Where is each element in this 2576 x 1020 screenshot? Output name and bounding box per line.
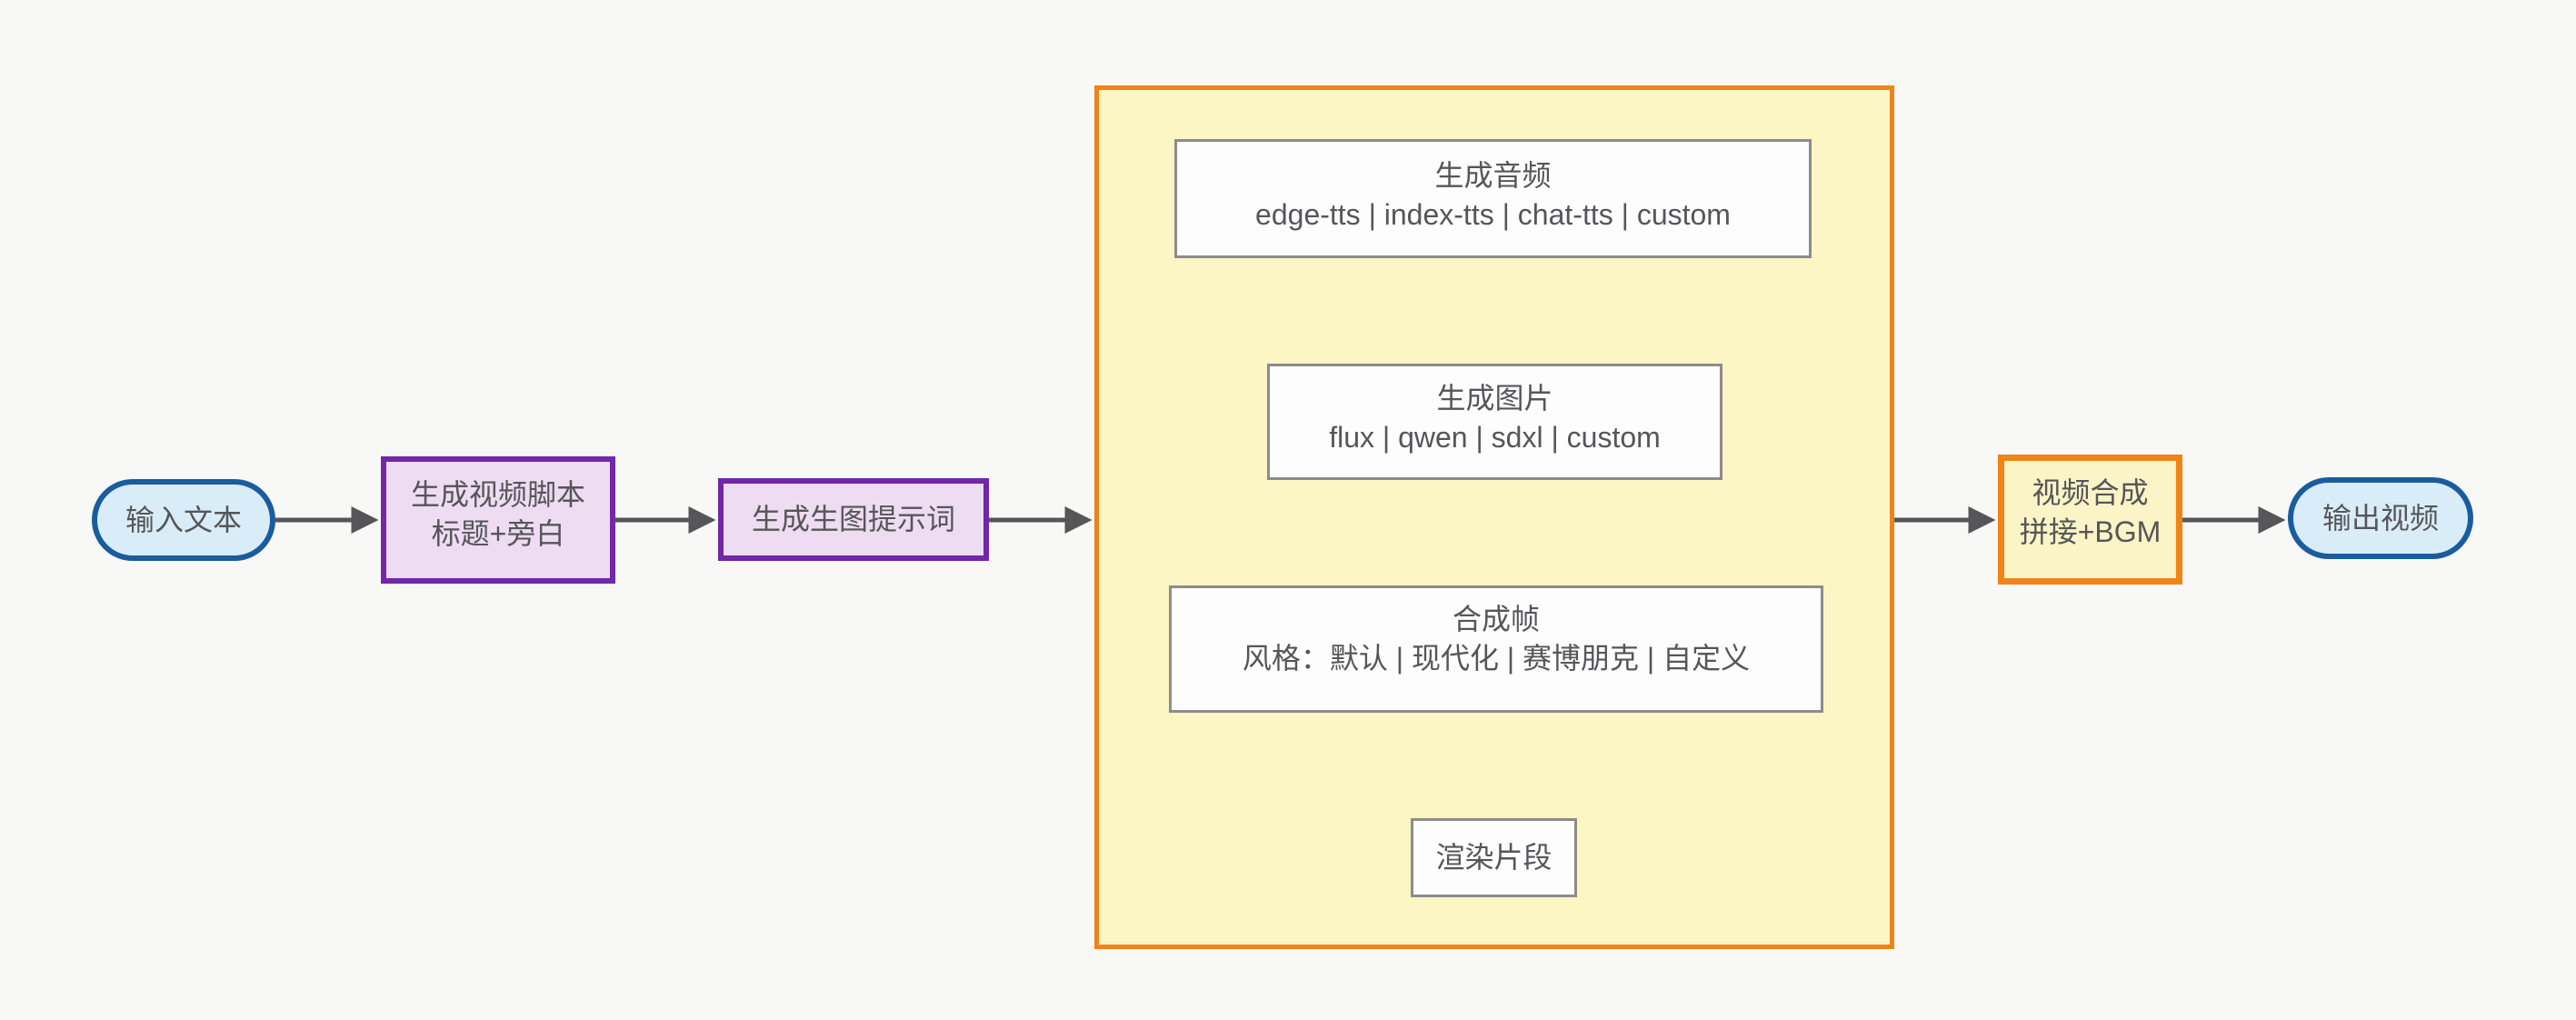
node-title: 合成帧 <box>1452 603 1540 635</box>
node-compose-frame: 合成帧 风格：默认 | 现代化 | 赛博朋克 | 自定义 <box>1169 585 1823 713</box>
node-subtitle: flux | qwen | sdxl | custom <box>1329 421 1661 454</box>
node-subtitle: 标题+旁白 <box>431 517 565 550</box>
node-subtitle: 拼接+BGM <box>2019 515 2162 548</box>
node-label: 生成生图提示词 <box>751 503 955 535</box>
node-label: 输入文本 <box>125 503 242 536</box>
node-input-text: 输入文本 <box>92 479 275 561</box>
node-title: 生成音频 <box>1434 158 1552 192</box>
node-label: 渲染片段 <box>1435 841 1553 874</box>
node-generate-audio: 生成音频 edge-tts | index-tts | chat-tts | c… <box>1174 139 1812 258</box>
node-subtitle: 风格：默认 | 现代化 | 赛博朋克 | 自定义 <box>1242 642 1751 675</box>
node-generate-image-prompt: 生成生图提示词 <box>718 478 989 561</box>
node-subtitle: edge-tts | index-tts | chat-tts | custom <box>1255 197 1731 231</box>
node-title: 视频合成 <box>2032 475 2149 509</box>
node-label: 输出视频 <box>2321 501 2439 535</box>
node-video-compose: 视频合成 拼接+BGM <box>1998 455 2182 585</box>
node-generate-script: 生成视频脚本 标题+旁白 <box>381 456 615 584</box>
node-title: 生成视频脚本 <box>410 478 585 511</box>
node-generate-image: 生成图片 flux | qwen | sdxl | custom <box>1267 364 1722 480</box>
node-render-clip: 渲染片段 <box>1411 818 1577 897</box>
node-title: 生成图片 <box>1436 382 1553 415</box>
node-output-video: 输出视频 <box>2288 477 2473 559</box>
